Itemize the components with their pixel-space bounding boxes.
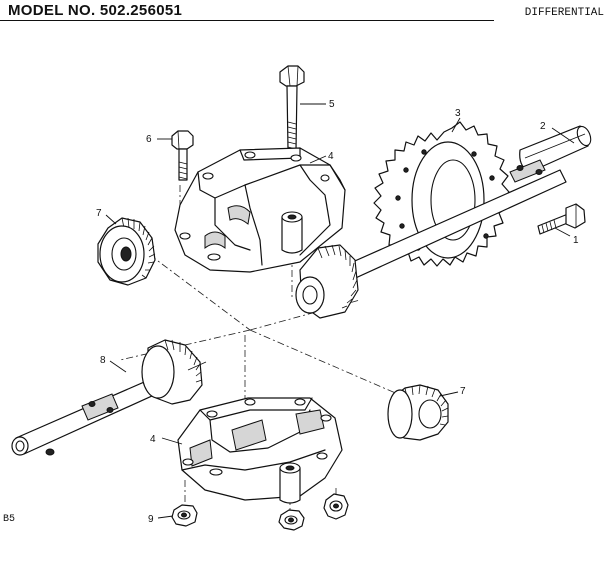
callout-1: 1 [554, 227, 579, 246]
svg-text:3: 3 [455, 108, 461, 119]
callout-8: 8 [100, 355, 127, 373]
svg-text:4: 4 [150, 434, 156, 445]
axle-left-with-gear [11, 339, 207, 456]
callout-7-right: 7 [439, 386, 466, 397]
lock-nut-right [323, 493, 349, 520]
differential-housing-lower [177, 397, 343, 504]
axle-right [329, 125, 592, 287]
figure-code: B5 [3, 514, 16, 525]
callout-6: 6 [146, 134, 172, 145]
callout-3: 3 [451, 108, 461, 133]
bevel-gear-center [295, 244, 359, 319]
svg-text:9: 9 [148, 514, 154, 525]
bolt [537, 203, 586, 235]
long-bolt [279, 65, 305, 151]
callout-4-upper: 4 [309, 151, 334, 164]
callout-5: 5 [300, 99, 335, 110]
differential-housing-upper [174, 147, 346, 273]
svg-text:2: 2 [540, 121, 546, 132]
model-number: MODEL NO. 502.256051 [8, 2, 183, 19]
svg-text:1: 1 [573, 235, 579, 246]
lock-nut-left [171, 504, 198, 527]
pinion-gear-right [387, 384, 449, 441]
svg-text:5: 5 [329, 99, 335, 110]
lock-nut-center [278, 509, 305, 531]
section-title: DIFFERENTIAL [524, 7, 604, 19]
callout-4-lower: 4 [150, 434, 183, 445]
header-rule [0, 20, 494, 21]
callout-2: 2 [540, 121, 575, 144]
svg-text:8: 8 [100, 355, 106, 366]
callout-9: 9 [148, 514, 174, 525]
callout-7-left: 7 [96, 208, 117, 225]
pinion-gear-left [97, 217, 156, 286]
svg-text:7: 7 [96, 208, 102, 219]
svg-text:6: 6 [146, 134, 152, 145]
svg-text:4: 4 [328, 151, 334, 162]
short-bolt [171, 130, 194, 181]
svg-text:7: 7 [460, 386, 466, 397]
